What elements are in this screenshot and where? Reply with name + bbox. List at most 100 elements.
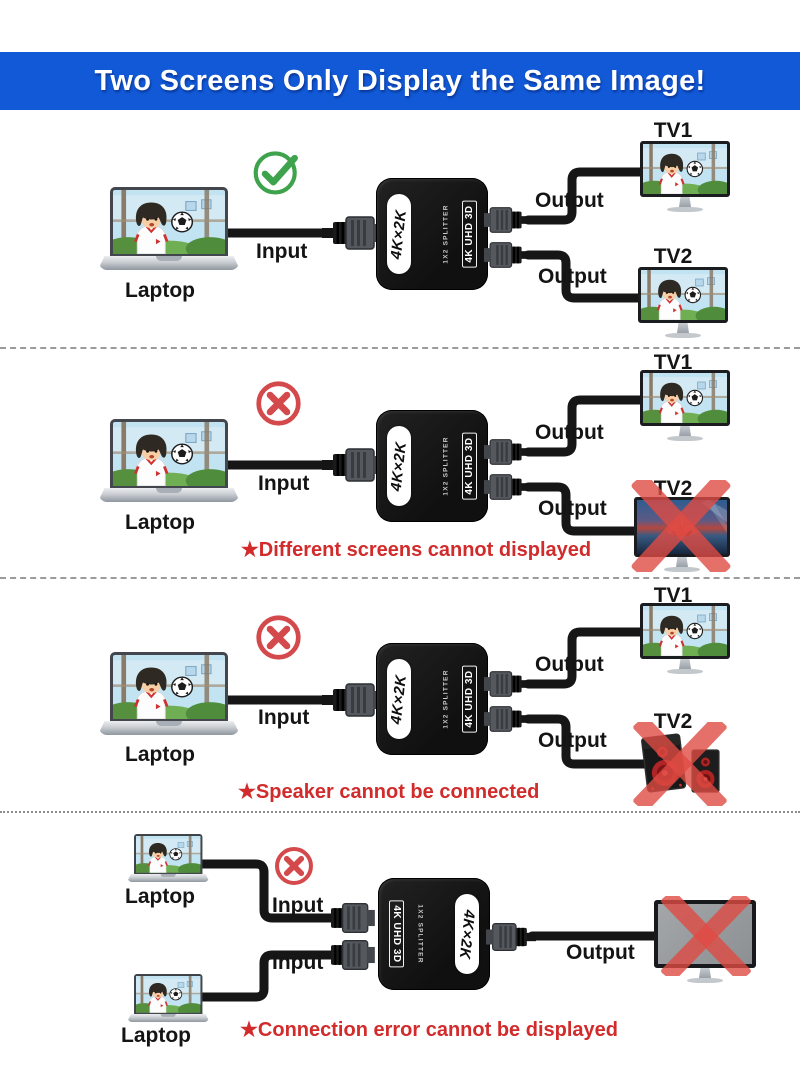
hdmi-splitter: 4K×2K 1X2 SPLITTER 4K UHD 3D [376, 643, 488, 755]
tv-foot [667, 669, 703, 674]
splitter-side-text: 1X2 SPLITTER [442, 204, 450, 264]
x-circle-icon [273, 845, 315, 887]
tv-stand [676, 557, 688, 567]
tv-screen [640, 141, 730, 197]
tv-stand [679, 197, 691, 207]
section-divider [0, 811, 800, 813]
tv2-label: TV2 [653, 710, 693, 733]
laptop-screen-image [113, 422, 225, 486]
laptop [99, 419, 239, 502]
splitter-spec-badge: 4K UHD 3D [459, 432, 477, 500]
tv-screen [640, 603, 730, 659]
input-label: Input [258, 706, 310, 729]
laptop-label: Laptop [125, 743, 195, 766]
tv2-label: TV2 [653, 245, 693, 268]
laptop-base [99, 488, 239, 502]
laptop-screen [134, 974, 203, 1015]
splitter-model-badge: 4K×2K [387, 426, 411, 506]
hdmi-splitter: 4K×2K 1X2 SPLITTER 4K UHD 3D [376, 178, 488, 290]
hdmi-plug-icon [484, 704, 530, 734]
hdmi-plug-icon [322, 214, 382, 252]
header-banner: Two Screens Only Display the Same Image! [0, 52, 800, 110]
tv-screen-image [641, 270, 725, 320]
input-label: Input [272, 894, 324, 917]
tv-stand [679, 426, 691, 436]
laptop-screen [110, 652, 228, 721]
tv-foot [665, 333, 701, 338]
tv-screen-image [643, 606, 727, 656]
laptop [127, 834, 209, 883]
splitter-side-text: 1X2 SPLITTER [442, 669, 450, 729]
hdmi-plug-icon [484, 669, 530, 699]
tv1-label: TV1 [653, 351, 693, 374]
section-divider [0, 347, 800, 349]
laptop [99, 652, 239, 735]
output-label: Output [566, 941, 635, 964]
tv-screen-image [643, 373, 727, 423]
header-title: Two Screens Only Display the Same Image! [94, 64, 706, 97]
laptop-screen [110, 419, 228, 488]
splitter-spec-badge: 4K UHD 3D [459, 665, 477, 733]
tv1-label: TV1 [653, 584, 693, 607]
splitter-spec-badge: 4K UHD 3D [389, 900, 407, 968]
hdmi-plug-icon [484, 205, 530, 235]
x-circle-icon [254, 613, 303, 662]
splitter-model-badge: 4K×2K [387, 659, 411, 739]
red-cross-overlay-icon [628, 722, 732, 806]
output-label: Output [538, 729, 607, 752]
tv1 [640, 141, 730, 212]
hdmi-plug-icon [486, 921, 536, 953]
laptop-screen-image [113, 655, 225, 719]
output-label: Output [538, 497, 607, 520]
laptop [127, 974, 209, 1023]
caption-speaker: ★Speaker cannot be connected [238, 781, 540, 803]
tv-screen [640, 370, 730, 426]
output-label: Output [535, 189, 604, 212]
tv-stand [677, 323, 689, 333]
laptop-base [127, 1014, 209, 1023]
tv-foot [667, 436, 703, 441]
input-label: Input [256, 240, 308, 263]
laptop-screen-image [113, 190, 225, 254]
caption-different-screens: ★Different screens cannot displayed [240, 539, 592, 561]
laptop-label: Laptop [125, 511, 195, 534]
output-label: Output [535, 653, 604, 676]
check-circle-icon [252, 146, 304, 198]
tv-screen [638, 267, 728, 323]
laptop-screen [134, 834, 203, 875]
tv-screen-image [643, 144, 727, 194]
input-label: Input [272, 951, 324, 974]
laptop-base [127, 874, 209, 883]
hdmi-plug-icon [484, 472, 530, 502]
splitter-model-badge: 4K×2K [455, 894, 479, 974]
tv1 [640, 603, 730, 674]
laptop-label: Laptop [125, 279, 195, 302]
section-divider [0, 577, 800, 579]
hdmi-plug-icon [320, 938, 376, 972]
hdmi-plug-icon [484, 240, 530, 270]
monitor-stand [699, 968, 711, 978]
tv-foot [664, 567, 700, 572]
laptop-base [99, 721, 239, 735]
laptop [99, 187, 239, 270]
red-cross-overlay-icon [656, 896, 756, 976]
output-label: Output [538, 265, 607, 288]
laptop-base [99, 256, 239, 270]
caption-connection-error: ★Connection error cannot be displayed [240, 1019, 618, 1041]
splitter-side-text: 1X2 SPLITTER [442, 436, 450, 496]
output-label: Output [535, 421, 604, 444]
laptop-label: Laptop [125, 885, 195, 908]
laptop-screen-image [136, 836, 201, 873]
laptop-label: Laptop [121, 1024, 191, 1047]
hdmi-splitter: 4K×2K 1X2 SPLITTER 4K UHD 3D [378, 878, 490, 990]
input-label: Input [258, 472, 310, 495]
laptop-screen [110, 187, 228, 256]
splitter-spec-badge: 4K UHD 3D [459, 200, 477, 268]
laptop-screen-image [136, 976, 201, 1013]
x-circle-icon [254, 379, 303, 428]
hdmi-splitter: 4K×2K 1X2 SPLITTER 4K UHD 3D [376, 410, 488, 522]
hdmi-plug-icon [322, 446, 382, 484]
hdmi-plug-icon [322, 681, 382, 719]
splitter-model-badge: 4K×2K [387, 194, 411, 274]
